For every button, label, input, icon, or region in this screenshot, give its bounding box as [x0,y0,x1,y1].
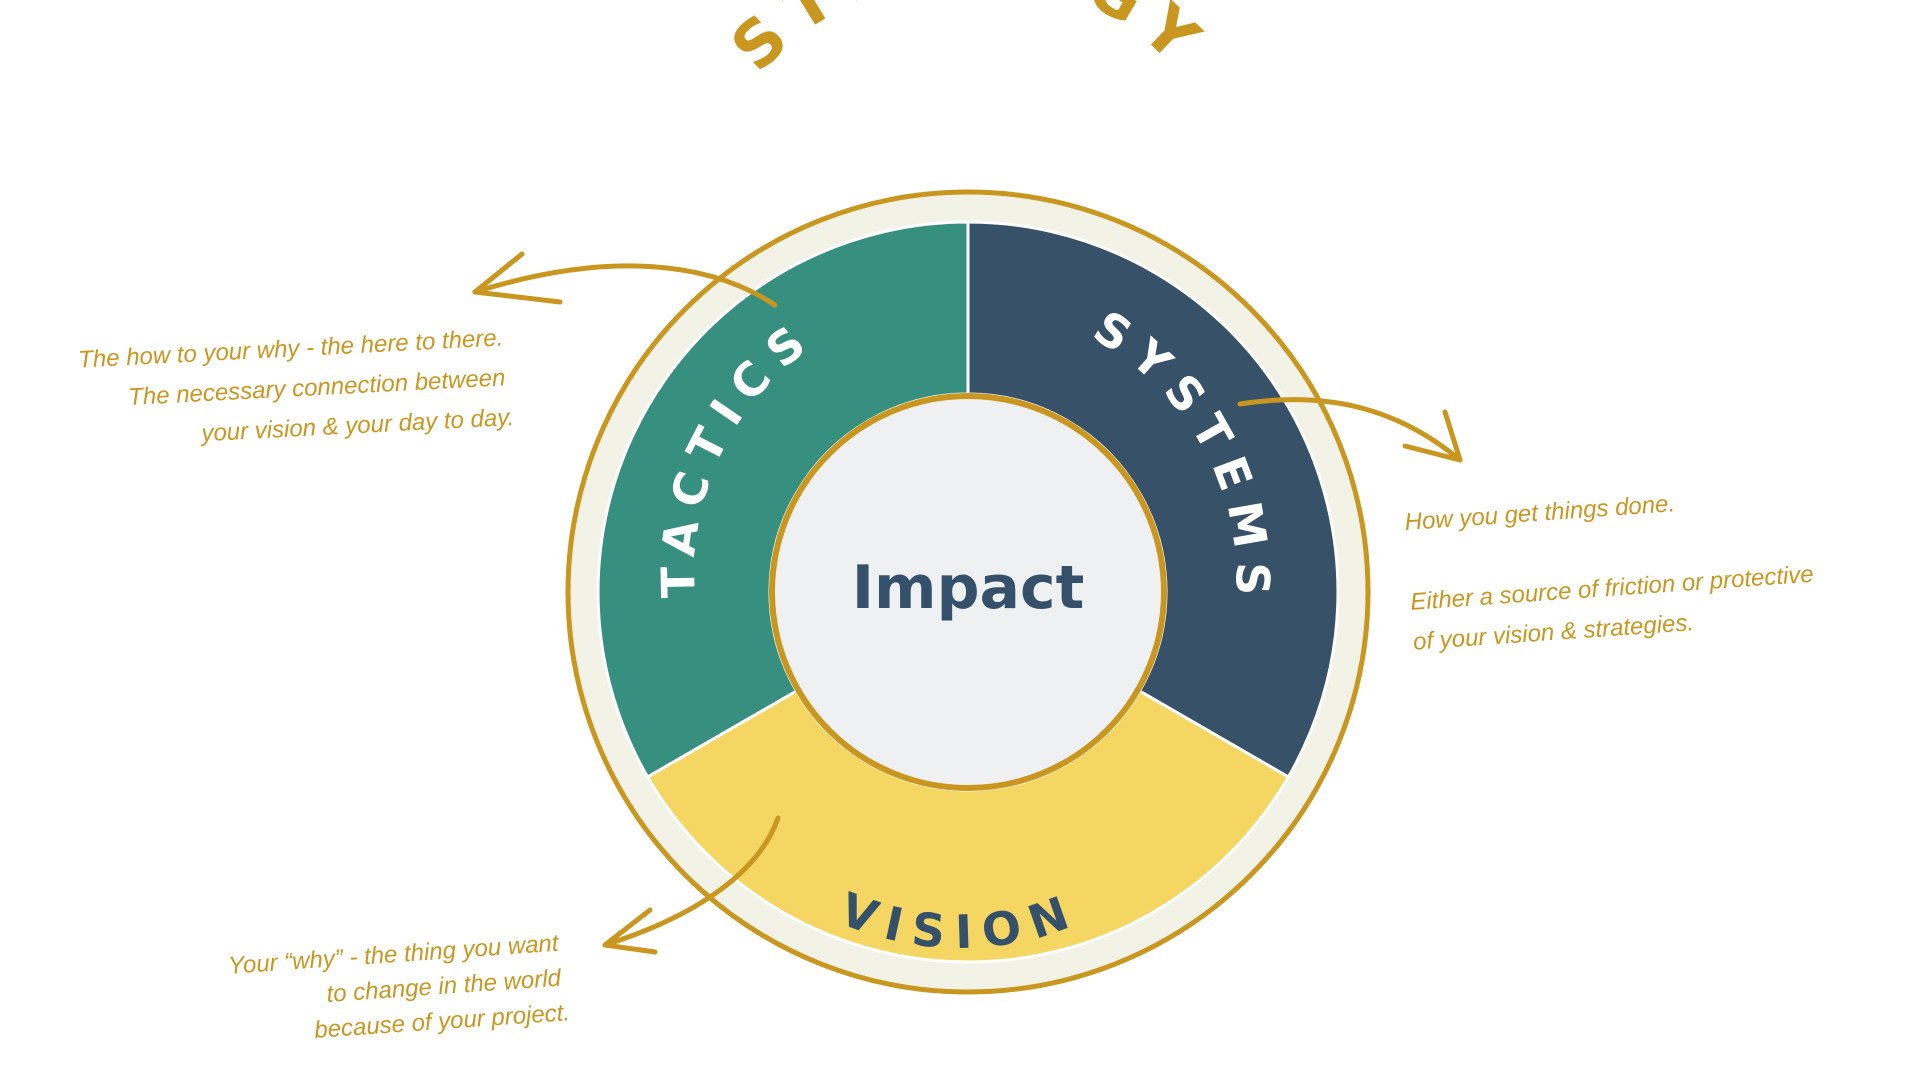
tactics-note-line: The necessary connection between [128,364,506,411]
systems-note-line: of your vision & strategies. [1412,609,1695,656]
tactics-note: The how to your why - the here to there.… [78,324,515,453]
systems-note: How you get things done. Either a source… [1404,480,1824,655]
strategy-title: STRATEGY [718,0,1222,86]
center-label: Impact [852,553,1085,623]
systems-note-line: How you get things done. [1404,490,1676,536]
tactics-note-line: The how to your why - the here to there. [78,324,504,373]
vision-note: Your “why” - the thing you want to chang… [227,929,570,1049]
tactics-note-line: your vision & your day to day. [199,404,515,447]
curved-arrow-down-left-icon [602,815,781,955]
curved-arrow-left-icon [472,251,778,308]
center-circle [769,393,1167,791]
systems-note-line: Either a source of friction or protectiv… [1409,561,1814,616]
curved-arrow-right-icon [1237,397,1463,463]
